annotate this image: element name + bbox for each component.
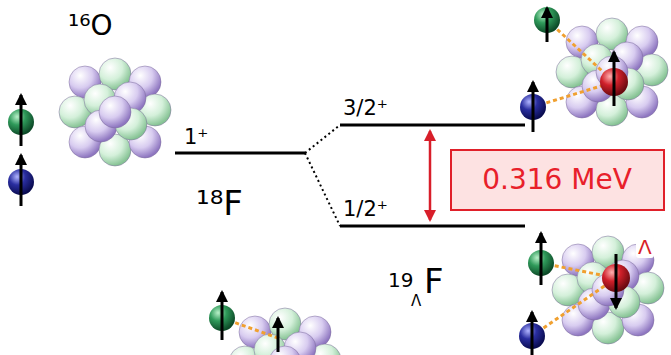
level-line [340,124,525,127]
spin-arrow [531,312,534,355]
level-line [175,152,305,155]
lambda-label: Λ [636,236,654,258]
interaction-line [532,278,616,336]
nucleon-cluster [552,236,664,344]
spin-arrow [615,254,618,308]
spin-parity-label: 1⁺ [184,127,208,148]
nucleon-cluster [556,18,668,126]
node-text: 0.316 MeV [482,166,632,194]
spin-arrow [532,82,535,132]
spin-arrow [221,292,224,340]
hypernucleus-partial [209,292,341,355]
oxygen-core-group [8,58,171,206]
spin-arrow [613,52,616,106]
hypernucleus-upper [520,7,668,132]
splitting-line [305,125,340,226]
lambda-subscript: Λ [411,294,421,309]
spin-arrow [277,318,280,352]
spin-arrow [20,155,23,206]
gap-arrow [429,131,432,220]
spin-parity-label: 1/2⁺ [343,199,388,220]
spin-arrow [546,8,549,42]
spin-arrow [20,95,23,146]
mass-number: 19 [388,270,413,290]
nucleon-cluster [229,308,341,355]
spin-arrow [540,233,543,285]
level-line [340,225,525,228]
isotope-label: ¹⁶O [68,12,113,40]
element-symbol: F [424,264,444,298]
nucleon-cluster [59,58,171,166]
hypernucleus-lower [519,233,664,355]
energy-gap-box: 0.316 MeV [450,149,665,211]
nucleus-label: ¹⁸F [196,186,243,220]
spin-parity-label: 3/2⁺ [343,98,388,119]
